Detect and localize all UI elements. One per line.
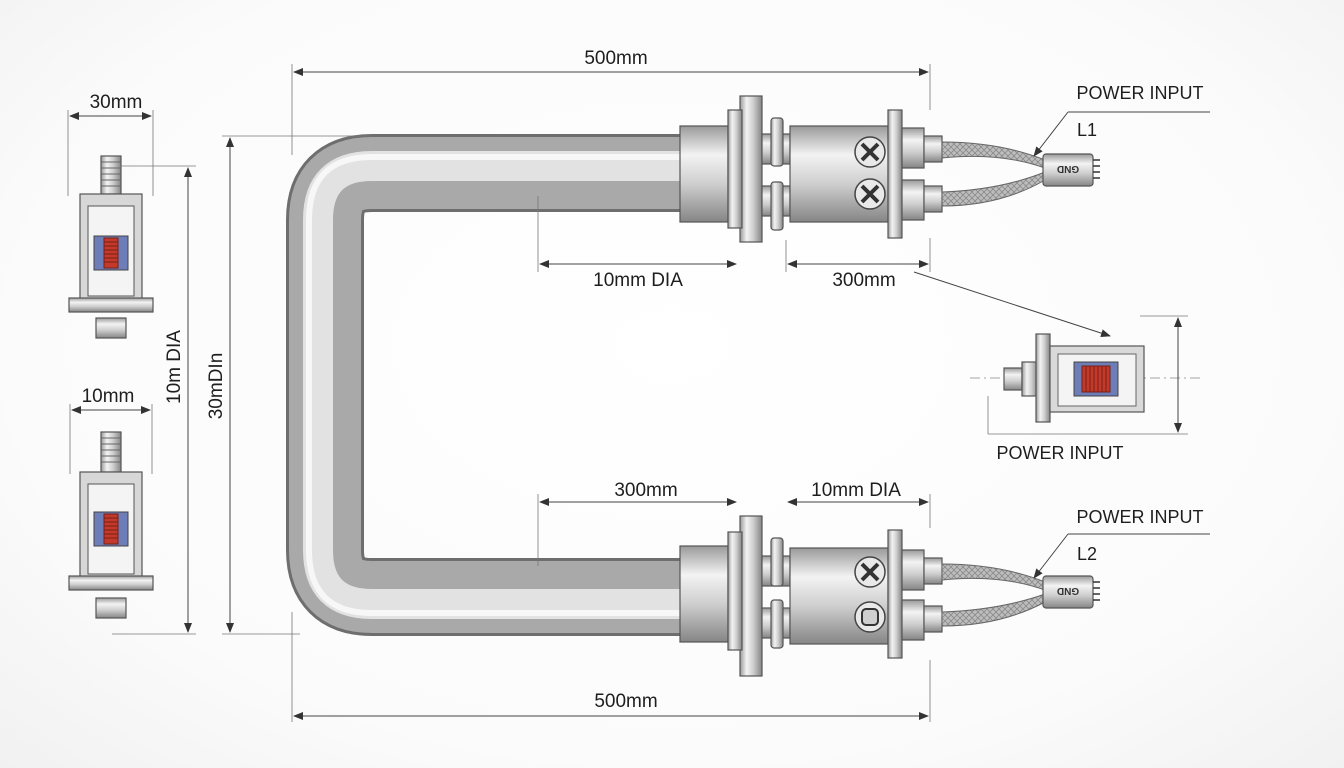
nut-head-icon — [854, 601, 886, 633]
plug-label-upper: GND — [1057, 163, 1079, 174]
terminal-assembly-upper: GND — [679, 95, 1100, 243]
plug-label-lower: GND — [1057, 585, 1079, 596]
dimension-side-width-top: 30mm — [90, 92, 143, 113]
u-heating-tube — [286, 134, 680, 636]
screw-head-icon — [854, 136, 886, 168]
terminal-detail-view — [970, 333, 1200, 423]
dimension-upper-dia: 10mm DIA — [593, 270, 683, 291]
terminal-assembly-lower: GND — [679, 515, 1100, 677]
side-detail-view-bottom — [68, 431, 154, 619]
lead-label-l2: L2 — [1077, 544, 1097, 564]
dimension-upper-length: 300mm — [832, 270, 895, 291]
dimension-top-length: 500mm — [584, 48, 647, 69]
dimension-side-width-bottom: 10mm — [82, 386, 135, 407]
dimension-side-height-b: 30mDIn — [206, 353, 227, 420]
dimension-bottom-length: 500mm — [594, 691, 657, 712]
screw-head-icon — [854, 556, 886, 588]
lead-label-l1: L1 — [1077, 120, 1097, 140]
side-detail-view-top — [68, 155, 154, 339]
dimension-lower-length: 300mm — [614, 480, 677, 501]
power-input-label-upper: POWER INPUT — [1076, 83, 1203, 103]
dimension-side-height-a: 10m DIA — [164, 330, 185, 404]
dimension-lower-dia: 10mm DIA — [811, 480, 901, 501]
power-input-label-detail: POWER INPUT — [996, 443, 1123, 463]
dimension-lines — [67, 64, 1210, 722]
power-input-label-lower: POWER INPUT — [1076, 507, 1203, 527]
screw-head-icon — [854, 178, 886, 210]
